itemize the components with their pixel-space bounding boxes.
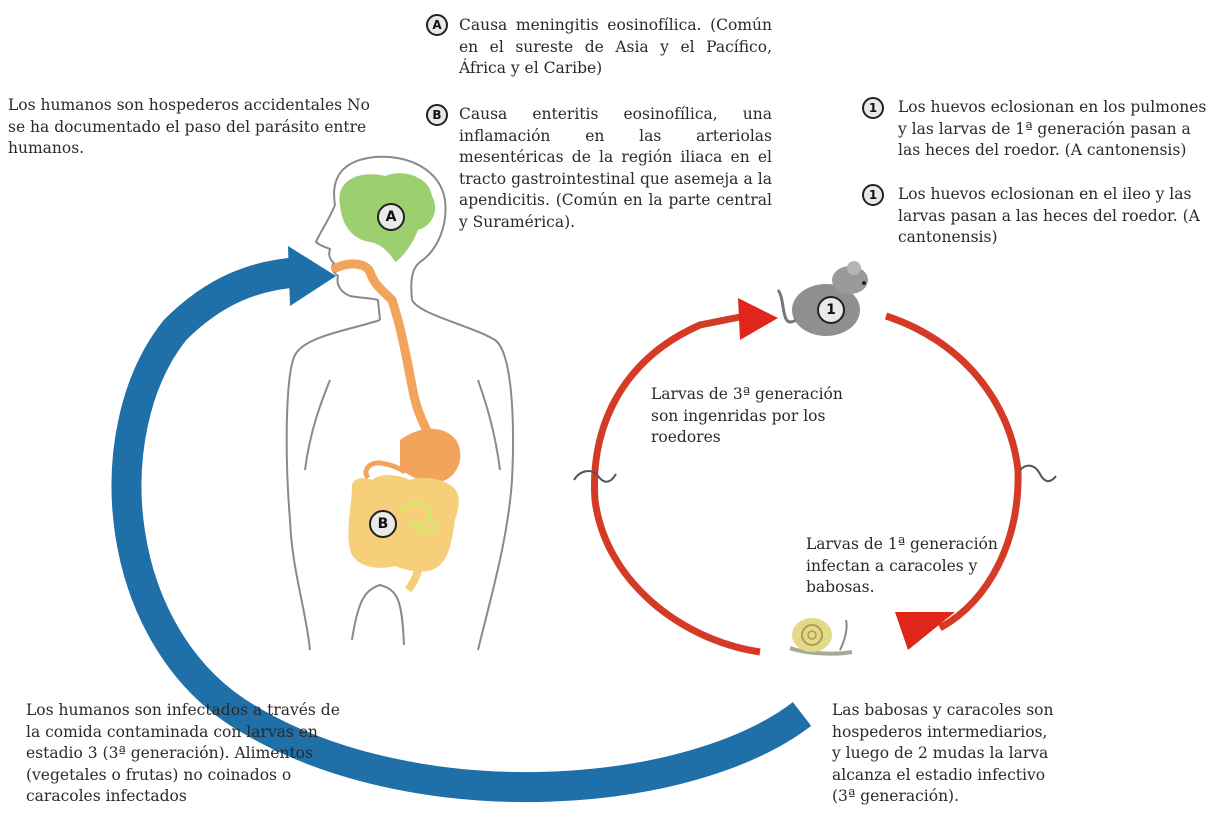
larvae-3-rodents-text: Larvas de 3ª generación son ingenridas p…	[651, 384, 861, 449]
intestine-shape	[348, 475, 458, 590]
badge-a-legend: A	[426, 14, 448, 36]
badge-1-lungs: 1	[862, 97, 884, 119]
step1-lungs-text: Los huevos eclosionan en los pulmones y …	[898, 97, 1216, 162]
a-effect-text: Causa meningitis eosinofílica. (Común en…	[459, 15, 772, 80]
snail-icon	[790, 618, 852, 654]
step1-ileum-text: Los huevos eclosionan en el ileo y las l…	[898, 184, 1210, 249]
badge-1-rodent: 1	[817, 296, 845, 324]
human-infection-text: Los humanos son infectados a través de l…	[26, 700, 350, 808]
badge-a-brain: A	[377, 203, 405, 231]
badge-b-intestine: B	[369, 510, 397, 538]
larva-icon	[1020, 466, 1056, 481]
b-effect-text: Causa enteritis eosinofílica, una inflam…	[459, 104, 772, 233]
badge-b-legend: B	[426, 104, 448, 126]
human-accidental-text: Los humanos son hospederos accidentales …	[8, 95, 370, 160]
larvae-1-snails-text: Larvas de 1ª generación infectan a carac…	[806, 534, 1006, 599]
intermediate-hosts-text: Las babosas y caracoles son hospederos i…	[832, 700, 1060, 808]
badge-1-ileum: 1	[862, 184, 884, 206]
rodent-snail-cycle	[594, 298, 1018, 652]
